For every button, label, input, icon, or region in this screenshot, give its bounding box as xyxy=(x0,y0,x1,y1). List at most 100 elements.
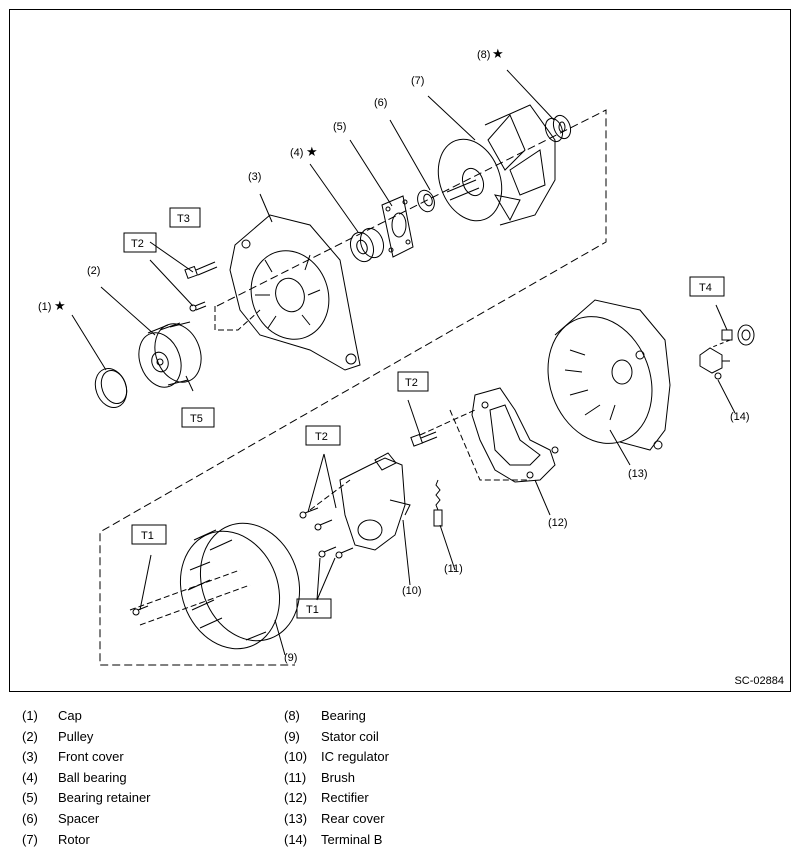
t1-tag-label-stator: T1 xyxy=(141,530,154,542)
legend-item: (9) Stator coil xyxy=(284,727,584,748)
legend-item: (13) Rear cover xyxy=(284,809,584,830)
assembly-dash-outline xyxy=(99,109,607,666)
legend-label: Bearing retainer xyxy=(58,790,151,806)
legend-number: (3) xyxy=(22,749,38,765)
t1-tag-box-regulator xyxy=(296,598,332,619)
legend-label: Rotor xyxy=(58,831,90,847)
t2-tag-label-rectifier: T2 xyxy=(405,377,418,389)
legend-number: (7) xyxy=(22,831,38,847)
t4-tag-label: T4 xyxy=(699,282,712,294)
rotor-part xyxy=(437,104,556,226)
ic-regulator-bolts xyxy=(299,507,354,559)
t3-tag-label: T3 xyxy=(177,213,190,225)
t3-tag-box xyxy=(169,207,201,228)
terminal-b-part xyxy=(699,324,755,380)
legend-number: (8) xyxy=(284,708,300,723)
callout-10: (10) xyxy=(402,585,422,597)
callout-12: (12) xyxy=(548,517,568,529)
ic-regulator-part xyxy=(339,452,411,551)
star-mark-1: ★ xyxy=(54,298,66,313)
cap-part xyxy=(94,368,128,408)
callout-2: (2) xyxy=(87,265,100,277)
callout-14: (14) xyxy=(730,411,750,423)
legend-number: (5) xyxy=(22,790,38,806)
legend-number: (9) xyxy=(284,728,300,744)
bearing-part xyxy=(544,114,572,143)
callout-13: (13) xyxy=(628,468,648,480)
legend-item: (12) Rectifier xyxy=(284,788,584,809)
callout-8: (8) xyxy=(477,49,490,61)
legend-item: (5) Bearing retainer xyxy=(22,788,282,809)
exploded-diagram: (1) ★ (2) (3) (4) ★ (5) (6) (7) (8) ★ (9… xyxy=(9,9,791,692)
legend-item: (1) Cap xyxy=(22,706,282,727)
parts-legend-left: (1) Cap (2) Pulley (3) Front cover (4) Ball … xyxy=(22,706,282,850)
t2-bolt-front xyxy=(189,301,207,312)
t2-tag-box-regulator xyxy=(305,425,341,446)
legend-label: Pulley xyxy=(58,728,94,744)
t1-tag-label-regulator: T1 xyxy=(306,604,319,616)
legend-item: (10) IC regulator xyxy=(284,747,584,768)
legend-label: Ball bearing xyxy=(58,769,127,785)
callout-7: (7) xyxy=(411,75,424,87)
legend-number: (12) xyxy=(284,790,308,806)
t2-tag-label-regulator: T2 xyxy=(315,431,328,443)
legend-number: (4) xyxy=(22,769,38,785)
t1-tag-box-stator xyxy=(131,524,167,545)
parts-legend-right: (8) Bearing (9) Stator coil (10) IC regulat… xyxy=(284,706,584,850)
legend-label: IC regulator xyxy=(321,749,389,765)
rear-cover-part xyxy=(547,299,671,451)
legend-number: (10) xyxy=(284,749,308,765)
leader-lines xyxy=(71,69,736,656)
rectifier-part xyxy=(471,387,559,483)
legend-number: (2) xyxy=(22,728,38,744)
legend-number: (14) xyxy=(284,831,308,847)
legend-number: (1) xyxy=(22,708,38,723)
legend-item: (14) Terminal B xyxy=(284,830,584,851)
callout-1: (1) xyxy=(38,301,51,313)
pulley-part xyxy=(138,321,202,388)
spacer-part xyxy=(417,189,435,213)
bearing-retainer-part xyxy=(381,195,414,258)
callout-5: (5) xyxy=(333,121,346,133)
legend-item: (8) Bearing xyxy=(284,706,584,727)
t5-tag-label: T5 xyxy=(190,413,203,425)
t4-tag-box xyxy=(689,276,725,297)
ball-bearing-part xyxy=(349,227,385,263)
legend-item: (2) Pulley xyxy=(22,727,282,748)
legend-label: Terminal B xyxy=(321,831,383,847)
t3-bolt xyxy=(184,261,218,280)
legend-label: Spacer xyxy=(58,810,100,826)
legend-label: Cap xyxy=(58,708,82,723)
t2-tag-box-rectifier xyxy=(397,371,429,392)
figure-code: SC-02884 xyxy=(734,675,784,687)
brush-part xyxy=(433,479,443,527)
legend-item: (7) Rotor xyxy=(22,830,282,851)
legend-number: (13) xyxy=(284,810,308,826)
legend-item: (3) Front cover xyxy=(22,747,282,768)
t2-bolt-rectifier xyxy=(410,431,438,447)
legend-number: (11) xyxy=(284,769,307,785)
t2-tag-box-front xyxy=(123,232,157,253)
legend-label: Stator coil xyxy=(321,728,379,744)
stator-coil-part xyxy=(179,522,301,650)
callout-9: (9) xyxy=(284,652,297,664)
t2-tag-label-front: T2 xyxy=(131,238,144,250)
t5-tag-box xyxy=(181,407,215,428)
legend-item: (11) Brush xyxy=(284,768,584,789)
legend-label: Brush xyxy=(321,769,355,785)
legend-number: (6) xyxy=(22,810,38,826)
front-cover-part xyxy=(229,214,361,371)
legend-label: Front cover xyxy=(58,749,124,765)
callout-11: (11) xyxy=(444,563,463,575)
legend-label: Rear cover xyxy=(321,810,385,826)
diagram-drawing: (1) ★ (2) (3) (4) ★ (5) (6) (7) (8) ★ (9… xyxy=(38,46,755,666)
star-mark-4: ★ xyxy=(306,144,318,159)
legend-item: (4) Ball bearing xyxy=(22,768,282,789)
legend-label: Rectifier xyxy=(321,790,369,806)
callout-4: (4) xyxy=(290,147,303,159)
legend-label: Bearing xyxy=(321,708,366,723)
star-mark-8: ★ xyxy=(492,46,504,61)
legend-item: (6) Spacer xyxy=(22,809,282,830)
callout-3: (3) xyxy=(248,171,261,183)
callout-6: (6) xyxy=(374,97,387,109)
